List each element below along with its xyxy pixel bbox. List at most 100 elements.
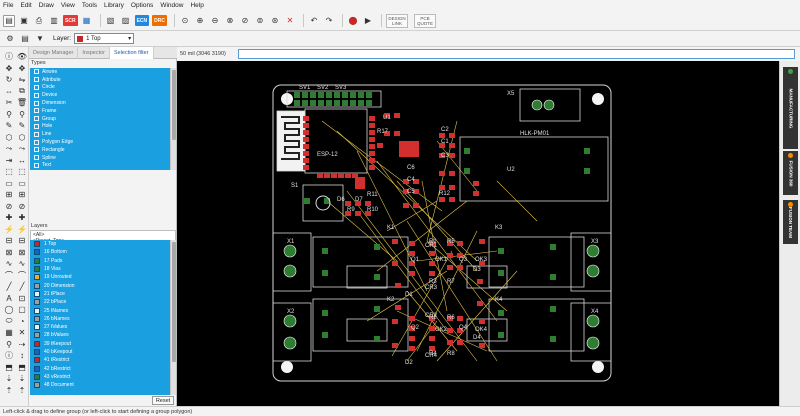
route-icon[interactable]: ⚲ [6, 109, 12, 119]
zoom-area-icon[interactable]: ⊛ [271, 16, 279, 25]
delete-icon[interactable]: 🗑 [16, 98, 28, 107]
add-icon[interactable]: ✚ [5, 213, 13, 222]
type-item[interactable]: Dimension [30, 99, 170, 107]
types-scrollbar-thumb[interactable] [172, 70, 176, 140]
layer-item[interactable]: 17 Pads [30, 257, 170, 265]
tab-inspector[interactable]: Inspector [78, 47, 110, 59]
mirror-icon[interactable]: ⇋ [18, 75, 26, 84]
grid-icon[interactable]: ▦ [5, 328, 13, 337]
preset-item[interactable]: <All> [33, 232, 45, 238]
grid-icon[interactable]: ▤ [21, 34, 29, 43]
type-item[interactable]: Group [30, 115, 170, 123]
design-link-button[interactable]: DESIGN LINK [385, 13, 408, 28]
menu-help[interactable]: Help [190, 2, 204, 9]
undo-icon[interactable]: ↶ [310, 16, 318, 25]
schematic-badge[interactable]: SCR [63, 15, 78, 26]
layer-item[interactable]: 43 vRestrict [30, 373, 170, 381]
command-input[interactable] [238, 49, 795, 59]
cam-icon[interactable]: ▥ [50, 16, 58, 25]
menu-library[interactable]: Library [104, 2, 124, 9]
fusion-team-tab[interactable]: FUSION TEAM [783, 200, 798, 244]
circle-arc-icon[interactable]: ⌒ [5, 270, 13, 280]
optimize-icon[interactable]: ⬒ [5, 362, 13, 372]
dimension-icon[interactable]: ↔ [18, 155, 26, 165]
reset-button[interactable]: Reset [152, 396, 174, 405]
layer-item[interactable]: 25 tNames [30, 306, 170, 314]
pie-icon[interactable]: ◔ [19, 316, 25, 326]
info-icon[interactable]: ⓘ [5, 52, 13, 61]
rectangle-icon[interactable]: ▢ [18, 305, 26, 314]
net-icon[interactable]: ⚡ [17, 224, 27, 234]
run-ulp-icon[interactable]: ▨ [121, 16, 130, 25]
layer-item[interactable]: 42 bRestrict [30, 364, 170, 372]
zoom-select-icon[interactable]: ⊗ [226, 16, 234, 25]
redo-icon[interactable]: ↷ [325, 16, 333, 25]
tab-selection-filter[interactable]: Selection filter [109, 47, 154, 59]
manufacturing-tab[interactable]: MANUFACTURING [783, 67, 798, 149]
layer-item[interactable]: 27 tValues [30, 323, 170, 331]
menu-window[interactable]: Window [160, 2, 184, 9]
layer-item[interactable]: 1 Top [30, 240, 170, 248]
ripup-icon[interactable]: ⚲ [19, 109, 25, 119]
rect-icon[interactable]: ⬚ [5, 167, 13, 176]
export-icon[interactable]: ⇢ [18, 339, 26, 349]
rotate-icon[interactable]: ↻ [5, 75, 13, 84]
layer-item[interactable]: 20 Dimension [30, 281, 170, 289]
move-icon[interactable]: ✥ [5, 63, 13, 73]
group-icon[interactable]: ⧉ [19, 86, 25, 95]
attribute-icon[interactable]: ⊡ [18, 293, 26, 303]
layer-item[interactable]: 48 Document [30, 381, 170, 389]
layer-item[interactable]: 18 Vias [30, 265, 170, 273]
copy-icon[interactable]: ✥ [18, 63, 26, 73]
polygon-icon[interactable]: ⬡ [5, 132, 13, 142]
filter-icon[interactable]: ▼ [36, 34, 44, 43]
go-icon[interactable]: ▶ [364, 16, 372, 25]
fusion360-tab[interactable]: FUSION 360 [783, 151, 798, 195]
menu-tools[interactable]: Tools [81, 2, 98, 9]
tab-design-manager[interactable]: Design Manager [29, 47, 79, 59]
change-icon[interactable]: ⊟ [18, 236, 26, 245]
arc2-icon[interactable]: ⌒ [18, 270, 26, 280]
type-item[interactable]: Circle [30, 84, 170, 92]
meander-icon[interactable]: ⤳ [5, 143, 13, 153]
board-icon[interactable]: ▦ [82, 16, 91, 25]
type-item[interactable]: Device [30, 91, 170, 99]
type-item[interactable]: Text [30, 162, 170, 170]
line-icon[interactable]: ∿ [5, 259, 13, 268]
layers-scrollbar-thumb[interactable] [172, 242, 176, 362]
zoom-out-icon[interactable]: ⊖ [211, 16, 219, 25]
layer-item[interactable]: 19 Unrouted [30, 273, 170, 281]
hole-icon[interactable]: ⊞ [18, 190, 26, 199]
layer-item[interactable]: 16 Bottom [30, 248, 170, 256]
layer-item[interactable]: 28 bValues [30, 331, 170, 339]
drc-icon[interactable]: ⊘ [5, 201, 13, 211]
up-icon[interactable]: ⇡ [5, 385, 13, 395]
show-icon[interactable]: 👁 [16, 52, 28, 61]
pcb-quote-button[interactable]: PCB QUOTE [413, 13, 436, 28]
cancel-icon[interactable]: ✕ [286, 16, 294, 25]
signal-icon[interactable]: ⚡ [4, 224, 14, 234]
menu-file[interactable]: File [3, 2, 14, 9]
cut-icon[interactable]: ⊠ [18, 247, 26, 257]
layer-select[interactable]: 1 Top ▾ [74, 33, 135, 44]
type-item[interactable]: Frame [30, 107, 170, 115]
down-icon[interactable]: ⇣ [5, 374, 13, 383]
down2-icon[interactable]: ⇣ [18, 374, 26, 383]
paste-icon[interactable]: ⊠ [5, 247, 13, 257]
type-item[interactable]: Rectangle [30, 146, 170, 154]
print-icon[interactable]: ⎙ [35, 15, 43, 25]
optimize2-icon[interactable]: ⬒ [18, 362, 26, 372]
menu-view[interactable]: View [60, 2, 75, 9]
arc-icon[interactable]: ✎ [18, 121, 26, 130]
errors-icon[interactable]: ⊘ [18, 201, 26, 211]
save-icon[interactable]: ▣ [20, 16, 28, 25]
text-icon[interactable]: A [6, 293, 12, 303]
type-item[interactable]: Line [30, 130, 170, 138]
spline-icon[interactable]: ∿ [18, 259, 26, 268]
menu-draw[interactable]: Draw [38, 2, 54, 9]
layer-item[interactable]: 41 tRestrict [30, 356, 170, 364]
ellipse-icon[interactable]: ⬭ [5, 316, 13, 325]
